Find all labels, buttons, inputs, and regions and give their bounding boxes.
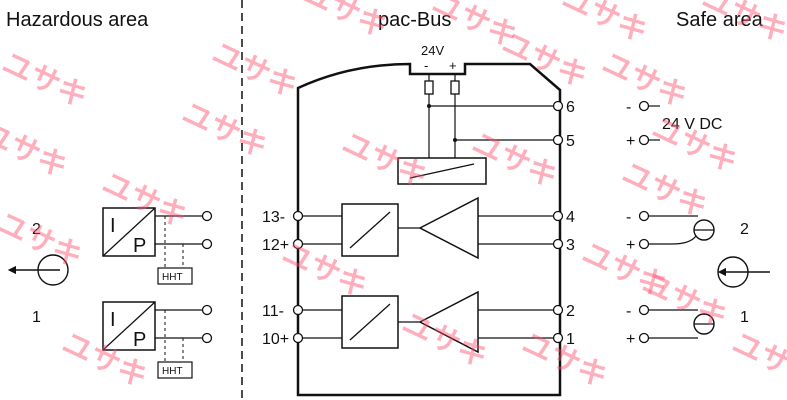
terminal-13 <box>292 210 304 222</box>
safe-supply-label: 24 V DC <box>662 116 722 133</box>
hht-lower-label: HHT <box>162 366 183 377</box>
terminal-3 <box>552 238 564 250</box>
supply-voltage-label: 24V <box>421 43 444 58</box>
safe-loop-1-label: 1 <box>740 309 749 326</box>
terminal-2-label: 2 <box>566 303 575 320</box>
supply-fuse-plus <box>450 80 460 95</box>
terminal-6-label: 6 <box>566 99 575 116</box>
transmitter-upper-p: P <box>133 235 146 257</box>
watermark: ユサキ <box>0 116 73 186</box>
terminal-1 <box>552 332 564 344</box>
watermark: ユサキ <box>467 126 563 196</box>
watermark: ユサキ <box>177 96 273 166</box>
transmitter-lower-i: I <box>110 309 116 331</box>
hht-upper-label: HHT <box>162 272 183 283</box>
transmitter-lower-terminal-a <box>201 304 213 316</box>
watermark: ユサキ <box>297 0 393 45</box>
watermark: ユサキ <box>517 326 613 396</box>
terminal-11 <box>292 304 304 316</box>
pac-bus-heading: pac-Bus <box>378 9 451 31</box>
hht-lower <box>157 361 193 379</box>
watermark: ユサキ <box>207 36 303 106</box>
safe-lower-terminal-plus <box>638 332 650 344</box>
safe-supply-plus: + <box>626 133 635 150</box>
safe-supply-terminal-minus <box>638 100 650 112</box>
safe-loop-2-label: 2 <box>740 221 749 238</box>
terminal-12-label: 12+ <box>262 237 289 254</box>
amplifier-upper <box>418 196 479 260</box>
terminal-5 <box>552 134 564 146</box>
safe-upper-plus: + <box>626 237 635 254</box>
safe-lower-minus: - <box>626 303 631 320</box>
terminal-2 <box>552 304 564 316</box>
safe-supply-terminal-plus <box>638 134 650 146</box>
safe-supply-minus: - <box>626 99 631 116</box>
transmitter-lower-p: P <box>133 329 146 351</box>
supply-fuse-minus <box>424 80 434 95</box>
safe-lower-plus: + <box>626 331 635 348</box>
safe-upper-minus: - <box>626 209 631 226</box>
transmitter-upper-terminal-b <box>201 238 213 250</box>
transmitter-upper-i: I <box>110 215 116 237</box>
safe-upper-terminal-minus <box>638 210 650 222</box>
terminal-4 <box>552 210 564 222</box>
terminal-3-label: 3 <box>566 237 575 254</box>
transmitter-upper-terminal-a <box>201 210 213 222</box>
watermark: ユサキ <box>0 46 93 116</box>
watermark: ユサキ <box>557 0 653 50</box>
hazard-loop-2-label: 2 <box>32 221 41 238</box>
safe-upper-terminal-plus <box>638 238 650 250</box>
safe-area-heading: Safe area <box>676 9 764 31</box>
terminal-5-label: 5 <box>566 133 575 150</box>
supply-plus-label: + <box>449 58 457 73</box>
watermark: ユサキ <box>497 26 593 96</box>
module-housing <box>296 62 562 397</box>
supply-minus-label: - <box>424 58 428 73</box>
hazard-loop-1-label: 1 <box>32 309 41 326</box>
terminal-6 <box>552 100 564 112</box>
safe-lower-terminal-minus <box>638 304 650 316</box>
amplifier-lower <box>418 290 479 354</box>
hazardous-area-heading: Hazardous area <box>6 9 149 31</box>
terminal-1-label: 1 <box>566 331 575 348</box>
terminal-4-label: 4 <box>566 209 575 226</box>
terminal-10 <box>292 332 304 344</box>
watermark: ユサキ <box>727 326 787 396</box>
watermark: ユサキ <box>337 126 433 196</box>
terminal-13-label: 13- <box>262 209 285 226</box>
terminal-11-label: 11- <box>262 303 284 320</box>
terminal-10-label: 10+ <box>262 331 289 348</box>
hht-upper <box>157 267 193 285</box>
transmitter-lower-terminal-b <box>201 332 213 344</box>
terminal-12 <box>292 238 304 250</box>
